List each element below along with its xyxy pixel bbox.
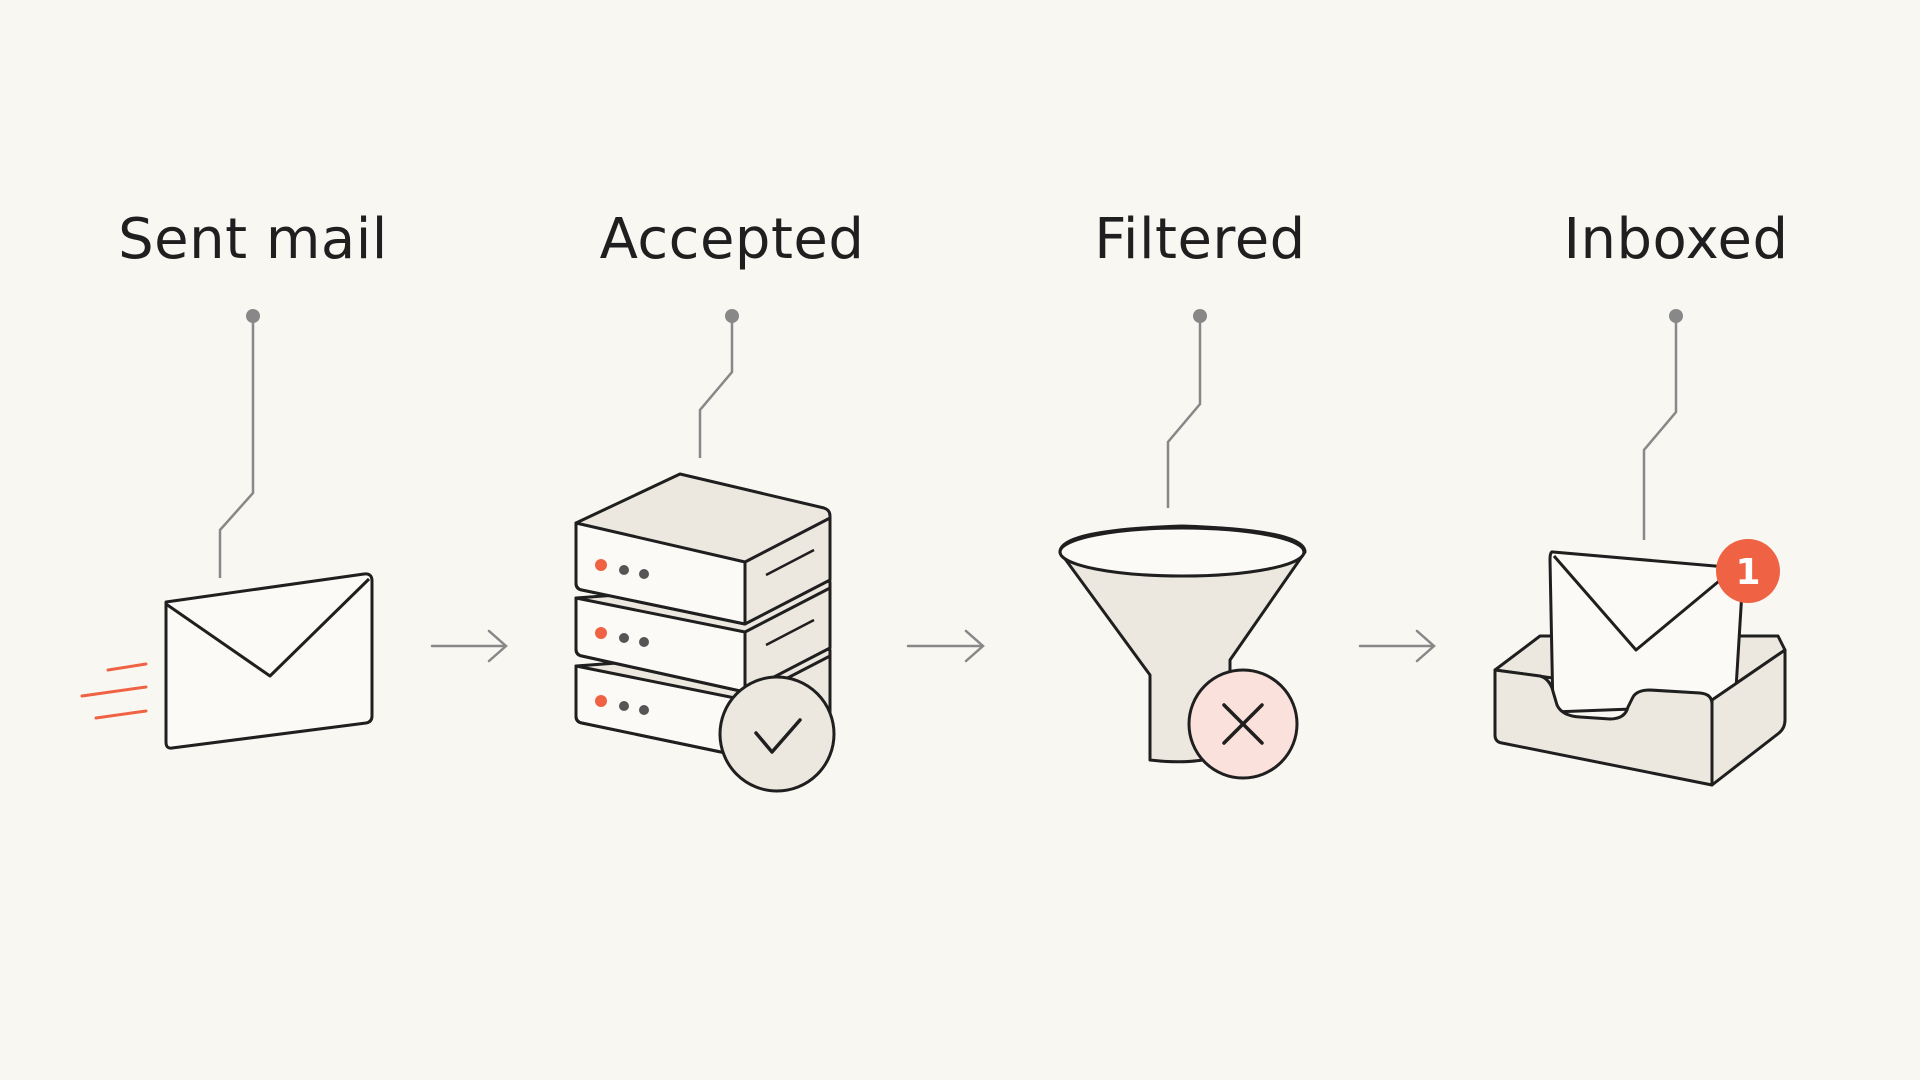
- check-icon: [718, 675, 836, 793]
- notification-badge: 1: [1716, 539, 1780, 603]
- stage-label-inboxed: Inboxed: [1563, 207, 1789, 272]
- arrow-icon: [430, 629, 508, 663]
- arrow-icon: [1358, 629, 1436, 663]
- connector-inboxed: [1642, 309, 1683, 540]
- connector-accepted: [698, 309, 739, 458]
- badge-count: 1: [1735, 552, 1760, 593]
- connector-sent-mail: [218, 309, 260, 578]
- envelope-icon: [164, 572, 374, 750]
- stage-label-filtered: Filtered: [1094, 207, 1306, 272]
- funnel-icon: [1058, 524, 1307, 764]
- motion-lines-icon: [80, 662, 148, 720]
- x-icon: [1187, 668, 1299, 780]
- connector-filtered: [1166, 309, 1207, 508]
- stage-label-sent-mail: Sent mail: [118, 207, 388, 272]
- arrow-icon: [906, 629, 985, 663]
- stage-label-accepted: Accepted: [599, 207, 865, 272]
- inbox-tray-icon: [1493, 550, 1787, 787]
